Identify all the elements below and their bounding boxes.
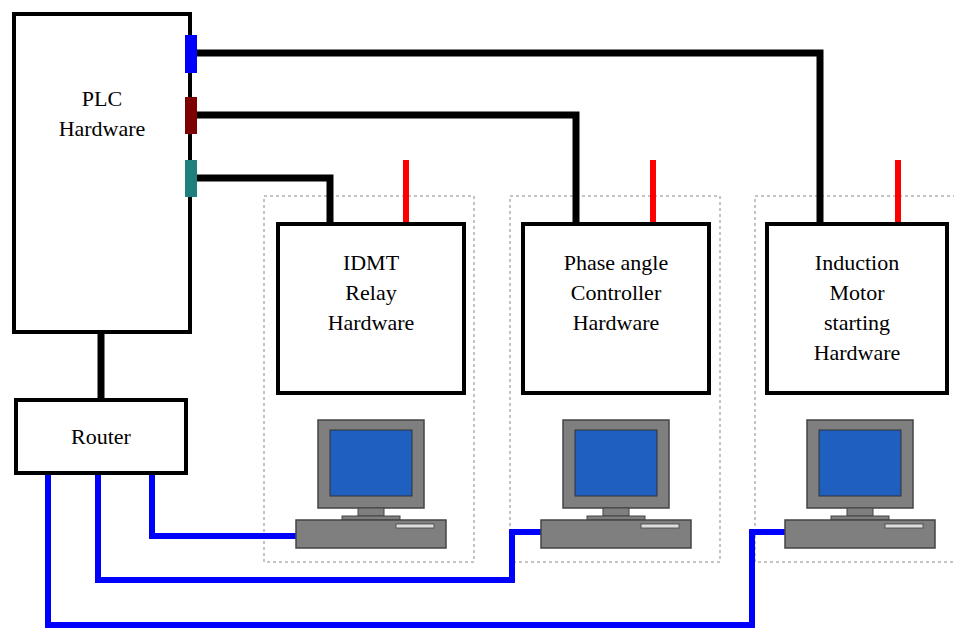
power-line [650,160,656,222]
hardware-box: Phase angle Controller Hardware [521,222,711,395]
power-line [895,160,901,222]
computer-icon [541,420,691,548]
node-label: Router [26,422,176,452]
plc-port [185,97,197,134]
power-line [403,160,409,222]
plc-port [185,160,197,197]
control-cable [192,115,576,222]
node-label: IDMT Relay Hardware [316,248,426,338]
station-group [755,196,954,562]
station-group [264,196,474,562]
network-cable [152,474,300,536]
node-label: PLC Hardware [47,84,157,144]
plc-box: PLC Hardware [12,12,192,334]
control-cable [98,334,105,398]
control-cable [192,178,330,222]
node-label: Phase angle Controller Hardware [546,248,686,338]
node-label: Induction Motor starting Hardware [801,248,913,368]
control-cable [192,53,820,222]
station-group [510,196,720,562]
hardware-box: Induction Motor starting Hardware [765,222,949,395]
plc-port [185,35,197,73]
computer-icon [785,420,935,548]
computer-icon [296,420,446,548]
router-box: Router [14,398,188,475]
hardware-box: IDMT Relay Hardware [276,222,466,395]
